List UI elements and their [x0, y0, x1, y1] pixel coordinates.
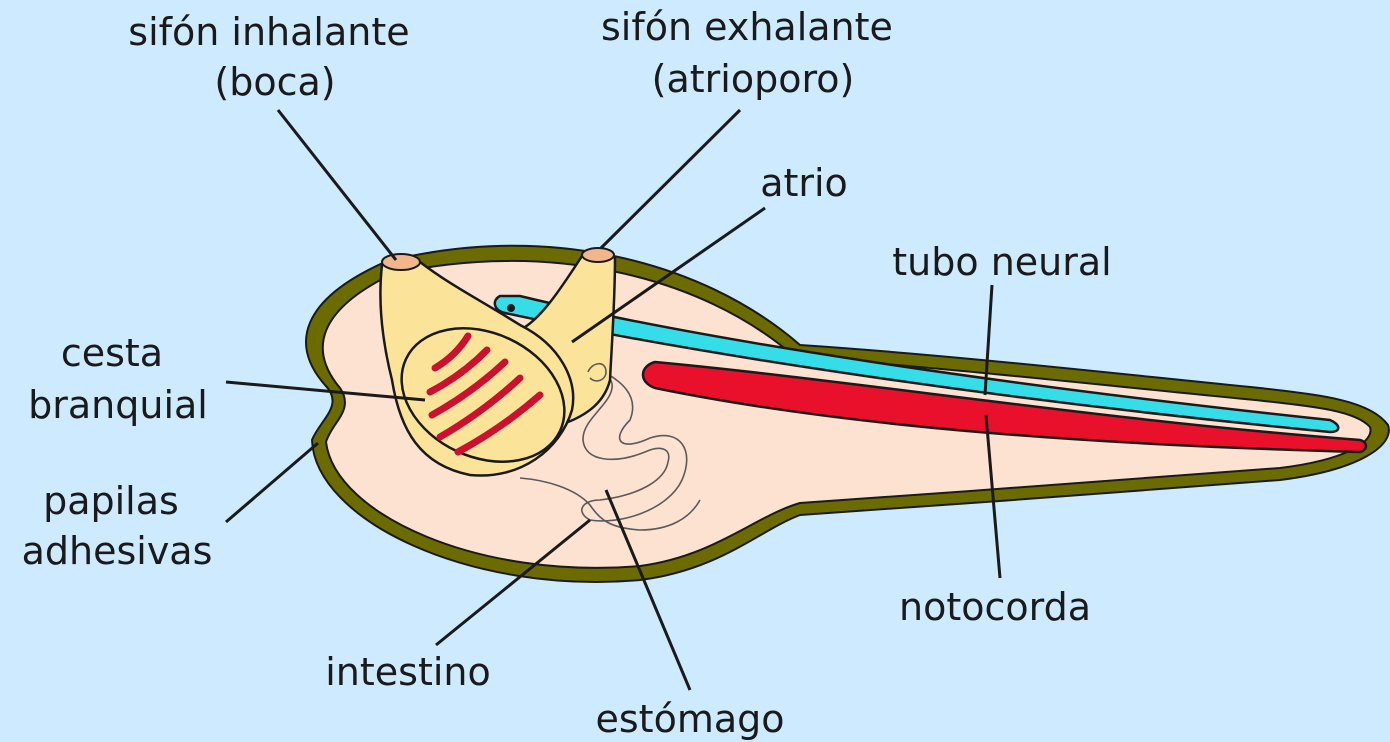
label-estomago: estómago: [596, 697, 785, 741]
label-cesta-branquial: cesta branquial: [28, 331, 208, 427]
label-sifon-exhalante: sifón exhalante (atrioporo): [601, 5, 905, 101]
label-intestino: intestino: [325, 650, 491, 694]
neural-tube-eye: [507, 304, 515, 312]
label-tubo-neural: tubo neural: [892, 240, 1111, 284]
exhalant-siphon-tip: [582, 248, 614, 262]
leader-sifon-exhalante: [601, 110, 740, 248]
leader-papilas-adhesivas: [226, 443, 318, 522]
label-atrio: atrio: [760, 161, 848, 205]
leader-sifon-inhalante: [278, 110, 396, 260]
label-papilas-adhesivas: papilas adhesivas: [22, 479, 213, 573]
inhalant-siphon-tip: [382, 254, 420, 270]
label-notocorda: notocorda: [899, 585, 1091, 629]
label-sifon-inhalante: sifón inhalante (boca): [128, 10, 421, 104]
